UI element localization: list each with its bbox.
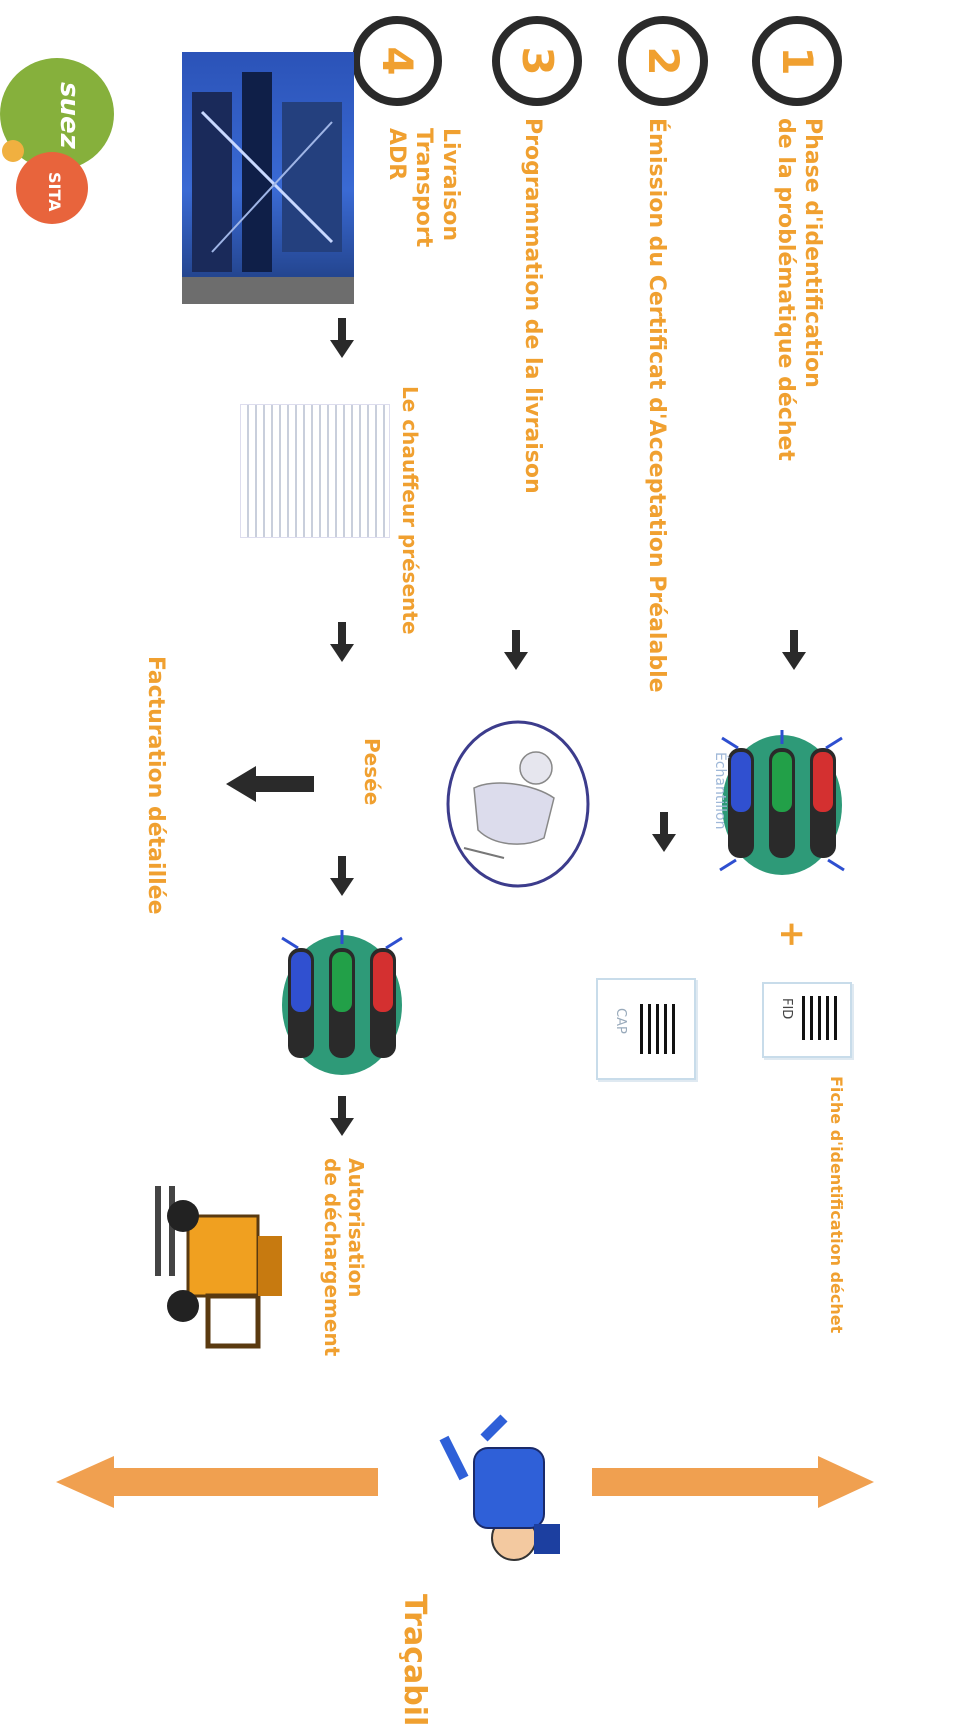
site-photo-drawing <box>182 72 354 304</box>
step-4-title-line1: Livraison <box>438 128 463 242</box>
echantillon-label: Échantillon <box>712 752 728 830</box>
step-4-number: 4 <box>373 46 422 76</box>
cap-label: CAP <box>613 1008 628 1034</box>
fid-doc-lines <box>802 996 838 1040</box>
step-2-title: Émission du Certificat d'Acceptation Pré… <box>643 118 670 693</box>
tracabilite-arrow-left <box>56 1456 378 1508</box>
plus-sign: + <box>772 920 812 949</box>
step-1-circle: 1 <box>752 16 842 106</box>
fid-label: FID <box>779 998 794 1020</box>
step-3-circle: 3 <box>492 16 582 106</box>
forklift-icon <box>155 1186 282 1349</box>
arrow-down-6 <box>330 856 354 896</box>
suez-dot <box>2 140 24 162</box>
arrow-down-4 <box>330 318 354 358</box>
test-tubes-icon-1 <box>719 730 845 875</box>
cap-document-icon: CAP <box>596 978 696 1080</box>
autorisation-line1: Autorisation <box>344 1158 368 1298</box>
step-3-number: 3 <box>513 46 562 76</box>
driver-document-icon <box>240 404 390 538</box>
step-2-circle: 2 <box>618 16 708 106</box>
step-4-title-line2: Transport <box>411 128 436 248</box>
tracabilite-label: Traçabilité <box>397 1594 432 1724</box>
step-1-title-line2: de la problématique déchet <box>773 118 798 461</box>
suez-logo-text: suez <box>54 82 84 149</box>
sita-logo: SITA <box>16 152 88 224</box>
fiche-identification-label: Fiche d'identification déchet <box>827 1076 846 1334</box>
control-officer-icon <box>439 1414 560 1561</box>
arrow-down-5 <box>330 622 354 662</box>
tracabilite-arrow-right <box>592 1456 874 1508</box>
step-1-number: 1 <box>773 46 822 76</box>
autorisation-line2: de déchargement <box>320 1158 344 1357</box>
sita-logo-text: SITA <box>45 172 64 212</box>
step-2-number: 2 <box>639 46 688 76</box>
arrow-down-1 <box>782 630 806 670</box>
step-4-title: Livraison Transport ADR <box>383 128 464 247</box>
fid-document-icon: FID <box>762 982 852 1058</box>
arrow-down-2 <box>652 812 676 852</box>
arrow-down-7 <box>330 1096 354 1136</box>
step-3-title: Programmation de la livraison <box>519 118 546 494</box>
step-1-title: Phase d'identification de la problématiq… <box>772 118 826 461</box>
site-photo <box>182 52 354 304</box>
step-4-circle: 4 <box>352 16 442 106</box>
planning-person-icon <box>446 720 590 888</box>
pesee-label: Pesée <box>360 738 384 806</box>
autorisation-label: Autorisation de déchargement <box>320 1158 368 1356</box>
step-1-title-line1: Phase d'identification <box>800 118 825 388</box>
step-4-title-line3: ADR <box>384 128 409 181</box>
test-tubes-icon-2 <box>281 930 403 1075</box>
step-3-title-line1: Programmation de la livraison <box>520 118 545 494</box>
cap-doc-lines <box>640 1004 678 1054</box>
arrow-left-facturation <box>226 766 314 802</box>
arrow-down-3 <box>504 630 528 670</box>
step-2-title-line1: Émission du Certificat d'Acceptation Pré… <box>644 118 669 693</box>
facturation-label: Facturation détaillée <box>143 656 168 915</box>
chauffeur-label: Le chauffeur présente <box>398 386 422 635</box>
